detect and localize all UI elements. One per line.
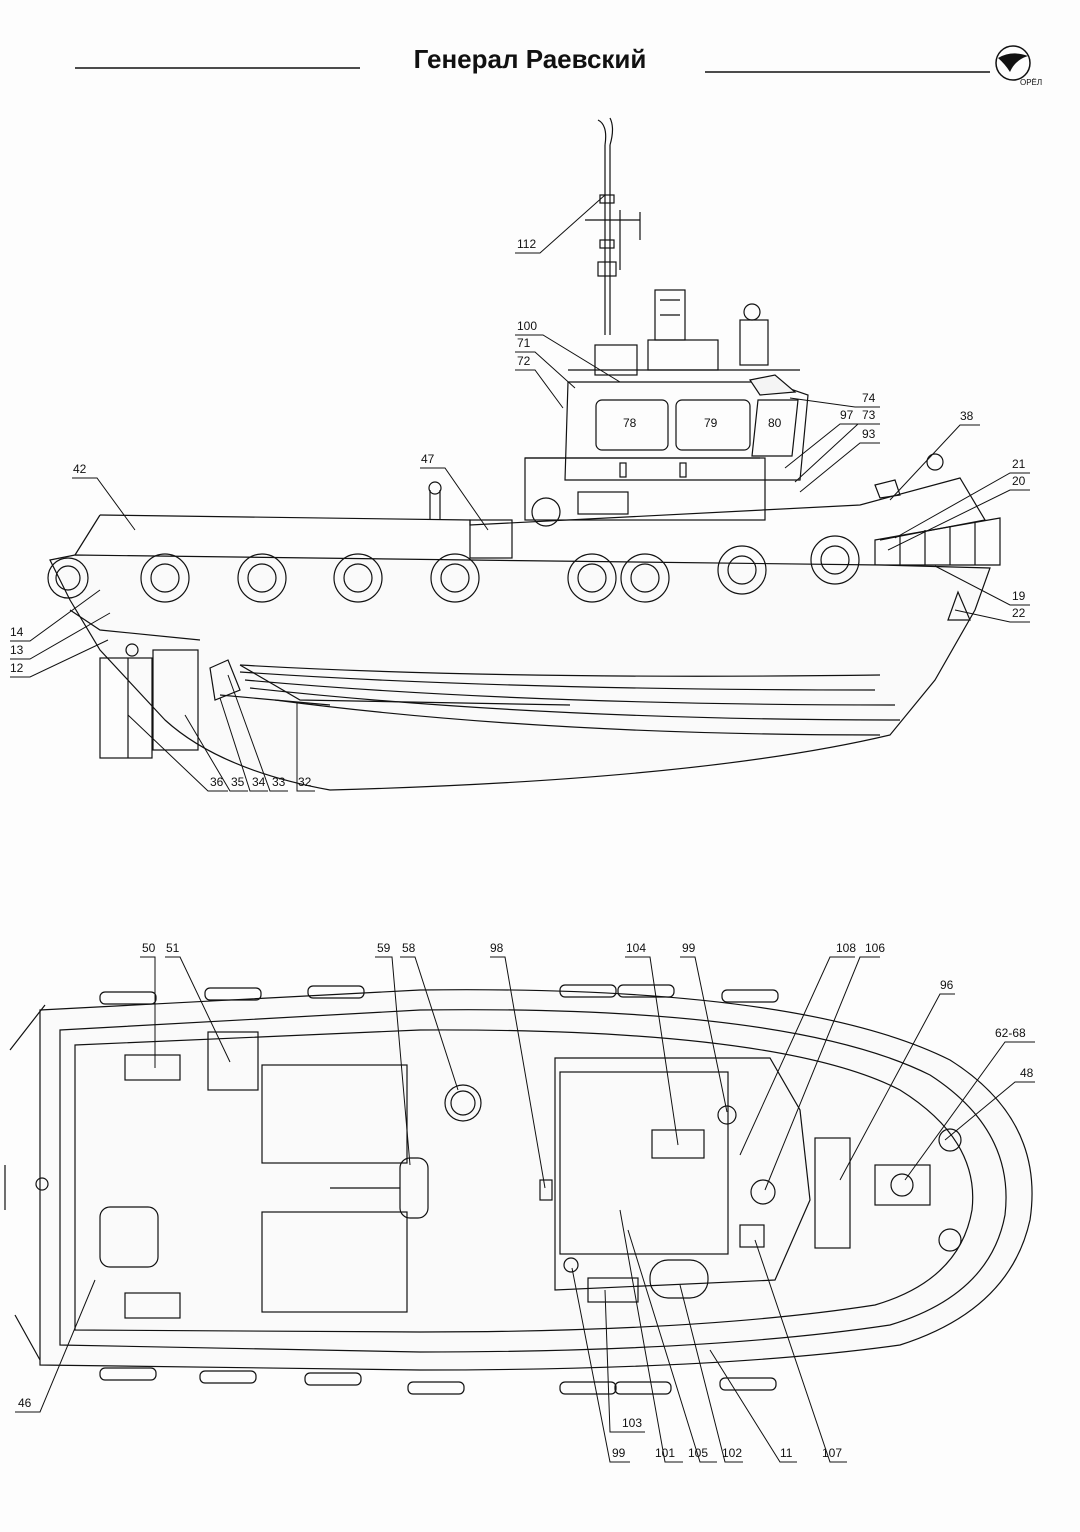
side-view-callout-97: 97 xyxy=(840,408,854,422)
side-view-callout-42: 42 xyxy=(73,462,87,476)
side-view-callout-73: 73 xyxy=(862,408,876,422)
top-view-callout-101: 101 xyxy=(655,1446,675,1460)
top-view-callout-11: 11 xyxy=(780,1446,793,1460)
logo-caption: ОРЁЛ xyxy=(1020,78,1043,87)
side-view-callout-71: 71 xyxy=(517,336,531,350)
top-view-callout-51: 51 xyxy=(166,941,180,955)
side-view-callout-47: 47 xyxy=(421,452,435,466)
cabin-window-79: 79 xyxy=(704,416,718,430)
side-view-callout-32: 32 xyxy=(298,775,312,789)
side-view-callout-13: 13 xyxy=(10,643,24,657)
top-view-callout-46: 46 xyxy=(18,1396,32,1410)
top-view-callout-107: 107 xyxy=(822,1446,842,1460)
top-view-callout-96: 96 xyxy=(940,978,954,992)
top-view-callout-59: 59 xyxy=(377,941,391,955)
eagle-logo-icon xyxy=(995,45,1031,81)
top-view-callout-98: 98 xyxy=(490,941,504,955)
hull-lower xyxy=(49,554,991,791)
propulsion xyxy=(99,643,331,759)
cabin-window-78: 78 xyxy=(623,416,637,430)
top-view-callout-108: 108 xyxy=(836,941,856,955)
top-view-callout-62-68: 62-68 xyxy=(995,1026,1026,1040)
mast xyxy=(585,117,641,335)
side-view-callout-74: 74 xyxy=(862,391,876,405)
side-view-callout-12: 12 xyxy=(10,661,24,675)
top-view-callout-105: 105 xyxy=(688,1446,708,1460)
side-view-callout-38: 38 xyxy=(960,409,974,423)
wheelhouse xyxy=(524,374,809,527)
top-view-callout-99: 99 xyxy=(612,1446,626,1460)
side-view-callout-19: 19 xyxy=(1012,589,1026,603)
side-view xyxy=(47,117,1001,791)
top-view-callout-104: 104 xyxy=(626,941,646,955)
side-view-callout-14: 14 xyxy=(10,625,24,639)
bow-fitting xyxy=(947,590,971,621)
page-title: Генерал Раевский xyxy=(413,44,647,74)
top-view-callout-106: 106 xyxy=(865,941,885,955)
side-view-callout-33: 33 xyxy=(272,775,286,789)
side-view-callout-112: 112 xyxy=(517,237,536,251)
top-view-callout-50: 50 xyxy=(142,941,156,955)
top-view-callout-102: 102 xyxy=(722,1446,742,1460)
top-view-callout-99: 99 xyxy=(682,941,696,955)
cabin-window-80: 80 xyxy=(768,416,782,430)
top-fenders xyxy=(99,984,779,1395)
cabin-window-labels: 78 79 80 xyxy=(623,416,782,430)
top-view-callout-48: 48 xyxy=(1020,1066,1034,1080)
callout-leaders xyxy=(10,194,1035,1463)
top-view xyxy=(4,984,1033,1395)
side-view-callout-21: 21 xyxy=(1012,457,1026,471)
side-view-callout-100: 100 xyxy=(517,319,537,333)
top-view-callout-103: 103 xyxy=(622,1416,642,1430)
side-view-callout-35: 35 xyxy=(231,775,245,789)
callout-labels: 112 100 71 72 74 97 73 93 38 21 20 19 22 47 42 14 13 12 36… xyxy=(10,237,1034,1460)
hull-upper xyxy=(74,453,1001,566)
side-view-callout-72: 72 xyxy=(517,354,531,368)
side-view-callout-34: 34 xyxy=(252,775,266,789)
roof-equipment xyxy=(568,289,800,376)
side-view-callout-22: 22 xyxy=(1012,606,1026,620)
top-view-callout-58: 58 xyxy=(402,941,416,955)
side-view-callout-93: 93 xyxy=(862,427,876,441)
fenders xyxy=(47,535,860,603)
side-view-callout-36: 36 xyxy=(210,775,224,789)
side-view-callout-20: 20 xyxy=(1012,474,1026,488)
